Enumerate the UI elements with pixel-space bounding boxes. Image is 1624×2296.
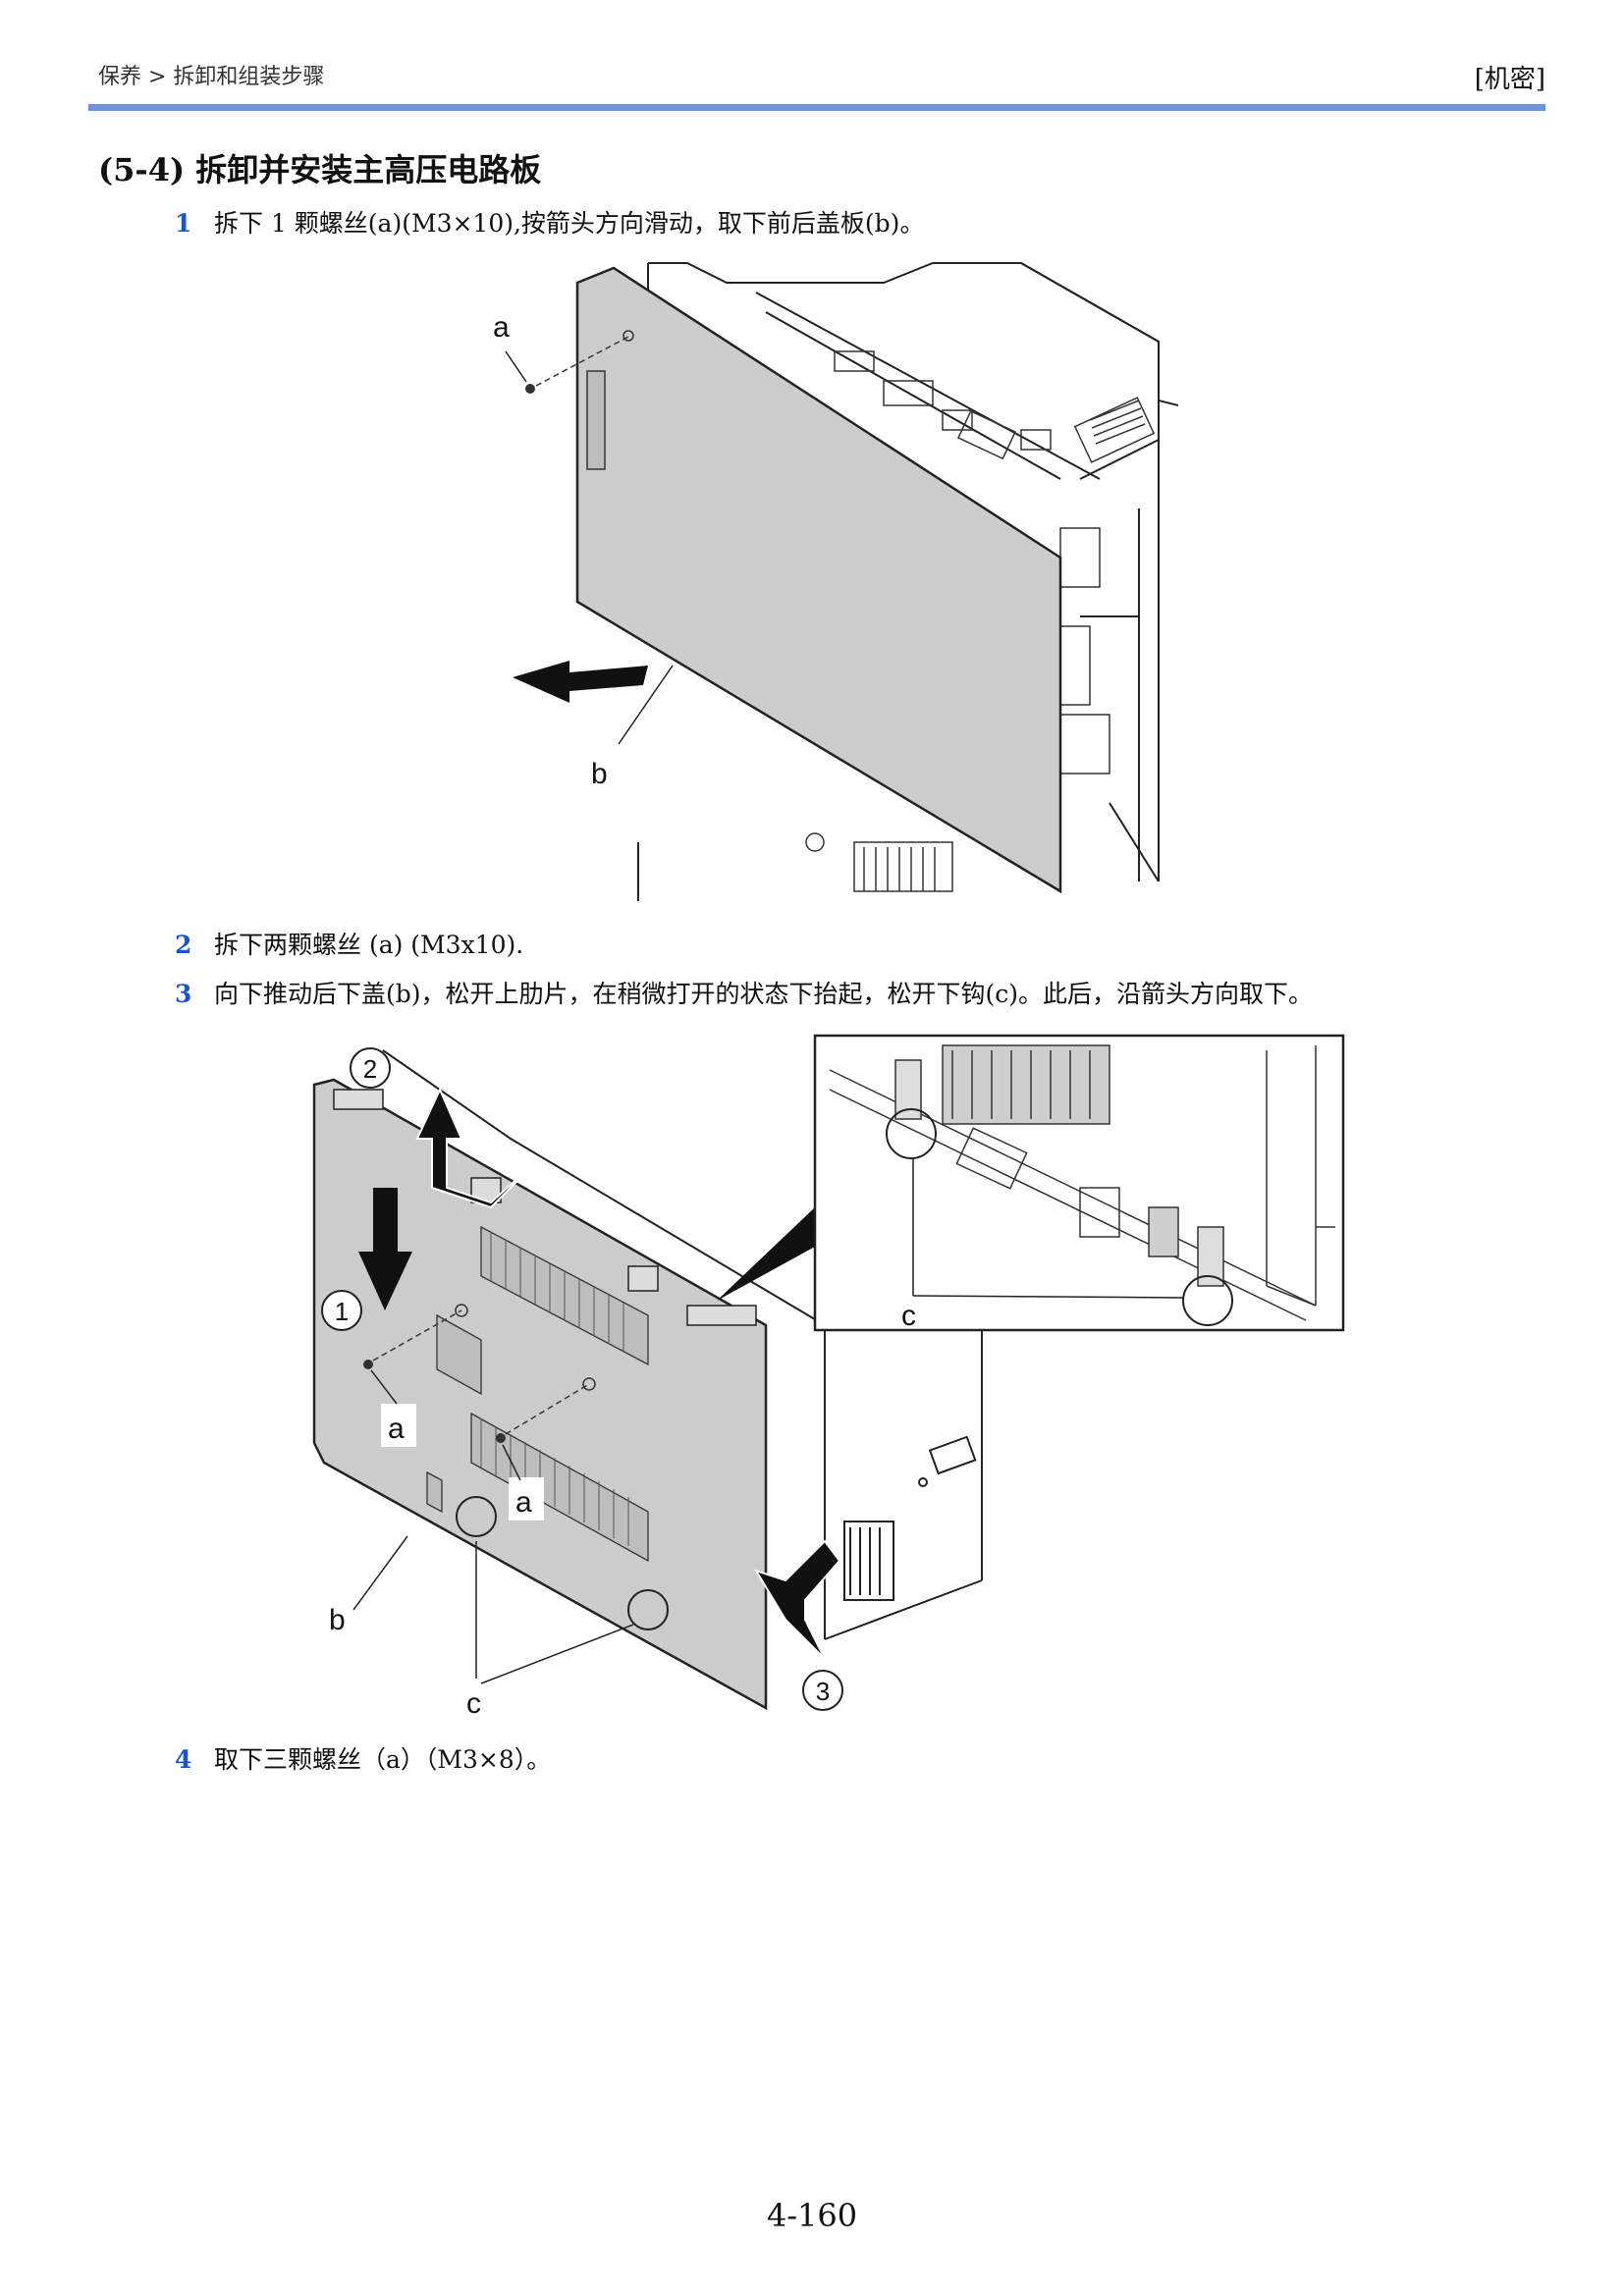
leader-line-a-left	[370, 1369, 398, 1405]
inset-pointer	[717, 1207, 815, 1301]
screw-a	[525, 330, 634, 394]
step-number: 1	[175, 209, 192, 238]
callout-a-right: a	[515, 1486, 532, 1519]
push-down-arrow-icon	[358, 1188, 412, 1310]
step-number: 3	[175, 980, 192, 1008]
leader-line-b	[352, 1535, 408, 1611]
step-number: 4	[175, 1745, 192, 1774]
machine-body-outline	[637, 262, 1178, 901]
header-divider	[88, 104, 1545, 111]
figure-rear-lower-cover-removal: a a c b 1 2 3	[312, 1034, 1345, 1720]
step-2: 2 拆下两颗螺丝 (a) (M3x10).	[175, 926, 523, 961]
callout-c: c	[466, 1687, 481, 1720]
step-1: 1 拆下 1 颗螺丝(a)(M3×10),按箭头方向滑动，取下前后盖板(b)。	[175, 204, 924, 240]
step-3: 3 向下推动后下盖(b)，松开上肋片，在稍微打开的状态下抬起，松开下钩(c)。此后…	[175, 975, 1313, 1010]
step-number: 2	[175, 931, 192, 959]
slide-arrow-icon	[513, 661, 648, 703]
confidential-label: [机密]	[1474, 65, 1545, 94]
figure-rear-cover-removal: a b	[493, 262, 1178, 901]
leader-line-c-right	[480, 1624, 634, 1684]
screws-a	[363, 1304, 596, 1443]
page-number: 4-160	[766, 2197, 858, 2234]
callout-a-box	[509, 1477, 544, 1521]
step-circle-1	[321, 1290, 362, 1331]
callout-a-left: a	[388, 1413, 405, 1445]
section-title: (5-4) 拆卸并安装主高压电路板	[98, 151, 542, 188]
step-circle-3	[802, 1670, 843, 1711]
leader-line-a	[505, 350, 527, 383]
callout-b: b	[591, 758, 608, 790]
step-text: 拆下两颗螺丝 (a) (M3x10).	[214, 931, 524, 959]
cover-handle-slot	[586, 370, 606, 470]
step-4: 4 取下三颗螺丝（a）（M3×8）。	[175, 1740, 551, 1776]
leader-line-b	[618, 665, 674, 745]
hook-c-right	[627, 1589, 669, 1630]
leader-line-a-right	[502, 1444, 521, 1481]
step-circle-2	[350, 1047, 391, 1089]
step-text: 拆下 1 颗螺丝(a)(M3×10),按箭头方向滑动，取下前后盖板(b)。	[214, 209, 925, 238]
step-marker-2: 2	[363, 1054, 377, 1084]
step-text: 取下三颗螺丝（a）（M3×8）。	[214, 1745, 552, 1774]
step-marker-1: 1	[335, 1297, 349, 1326]
lift-up-arrow-icon	[415, 1087, 541, 1209]
rear-lower-cover-panel	[312, 1078, 768, 1711]
breadcrumb: 保养 > 拆卸和组装步骤	[98, 65, 325, 89]
top-ribs	[333, 1089, 757, 1326]
rear-cover-panel	[575, 266, 1062, 894]
pull-out-arrow-icon	[753, 1539, 841, 1660]
detail-inset: c	[813, 1034, 1345, 1332]
callout-a-box	[381, 1404, 416, 1447]
inset-callout-c: c	[901, 1300, 916, 1332]
step-text: 向下推动后下盖(b)，松开上肋片，在稍微打开的状态下抬起，松开下钩(c)。此后，…	[214, 980, 1314, 1008]
callout-a: a	[493, 311, 510, 344]
callout-b: b	[329, 1604, 346, 1636]
vent-lines	[480, 1232, 629, 1546]
step-marker-3: 3	[816, 1677, 830, 1706]
hook-c-left	[456, 1496, 497, 1537]
